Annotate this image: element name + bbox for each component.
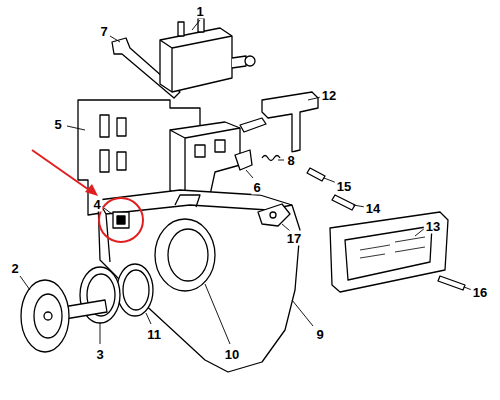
spring [262,156,280,161]
knob [21,280,69,352]
callout-number: 17 [285,231,303,246]
callout-number: 3 [94,347,105,362]
leader-lines [20,20,472,344]
plate-slot [100,115,109,137]
switch-plunger [232,56,246,68]
callout-number: 16 [471,285,489,300]
callout-number: 6 [251,180,262,195]
pin [307,168,325,181]
housing-port [155,219,215,291]
callout-number: 14 [364,201,382,216]
pin [332,195,355,210]
callout-number: 7 [98,24,109,39]
callout-number: 9 [314,327,325,342]
callout-number: 8 [285,153,296,168]
pin [438,276,465,290]
dispenser-housing [98,190,300,372]
callout-number: 2 [9,261,20,276]
callout-number: 1 [194,4,205,19]
switch-terminal [198,18,204,32]
plate-slot [100,150,109,172]
lever-bracket [262,92,318,152]
callout-number: 4 [91,197,102,212]
callout-number: 10 [223,347,241,362]
callout-number: 13 [424,219,442,234]
switch-body [160,28,232,92]
switch-plunger [245,56,255,66]
callout-number: 15 [335,179,353,194]
switch-terminal [178,22,184,36]
gasket [117,264,153,316]
highlight [32,150,143,242]
switch [113,212,129,228]
plate-slot [117,118,126,136]
clip [258,204,290,226]
plate-slot [117,152,126,170]
clip [235,150,252,170]
switch-mount [170,122,240,200]
label-plate [330,212,448,292]
callout-number: 5 [52,117,63,132]
callout-number: 12 [320,88,338,103]
callout-number: 11 [145,327,163,342]
